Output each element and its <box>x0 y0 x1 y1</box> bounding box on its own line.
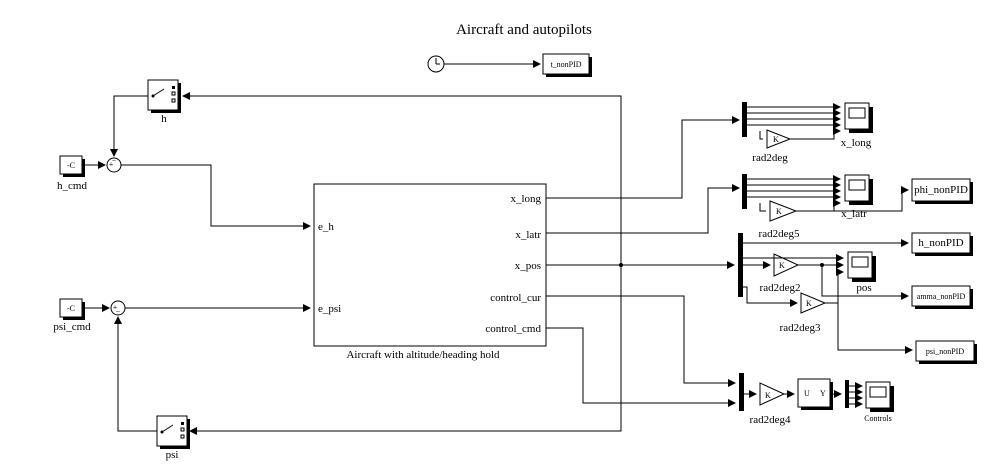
psi-sum-block[interactable]: + − <box>110 300 126 316</box>
svg-text:amma_nonPID: amma_nonPID <box>917 292 966 301</box>
svg-text:Y: Y <box>820 389 826 398</box>
psi-switch-block[interactable] <box>156 415 190 449</box>
h-switch-label: h <box>161 113 167 125</box>
gain-rad2deg4[interactable]: K <box>759 382 786 406</box>
svg-text:phi_nonPID: phi_nonPID <box>914 184 968 196</box>
scope-controls[interactable] <box>865 381 894 412</box>
svg-text:K: K <box>806 299 812 308</box>
svg-text:−: − <box>112 156 117 165</box>
demux-long[interactable] <box>742 102 747 137</box>
gain-rad2deg2[interactable]: K <box>773 253 800 277</box>
svg-text:-C: -C <box>67 304 75 313</box>
svg-text:K: K <box>773 135 779 144</box>
saturation-block[interactable]: U Y <box>797 378 833 410</box>
gamma-nonpid-block[interactable]: amma_nonPID <box>911 285 973 309</box>
scope-x-latr-label: x_latr <box>841 208 867 220</box>
signal-line <box>110 95 148 157</box>
psi-cmd-constant[interactable]: -C <box>59 298 85 320</box>
svg-text:K: K <box>765 391 771 400</box>
h-nonpid-block[interactable]: h_nonPID <box>911 232 973 256</box>
svg-text:K: K <box>779 261 785 270</box>
mux-controls[interactable] <box>739 373 744 411</box>
svg-text:h_nonPID: h_nonPID <box>918 237 963 249</box>
port-x-pos: x_pos <box>515 260 541 272</box>
rad2deg5-label: rad2deg5 <box>759 228 800 240</box>
svg-text:psi_nonPID: psi_nonPID <box>926 347 964 356</box>
psi-nonpid-block[interactable]: psi_nonPID <box>915 340 977 364</box>
scope-x-long[interactable] <box>844 102 873 133</box>
scope-pos[interactable] <box>847 251 876 282</box>
signal-line <box>546 327 736 407</box>
h-cmd-constant[interactable]: -C <box>59 155 85 177</box>
scope-x-long-label: x_long <box>841 137 872 149</box>
port-e-psi: e_psi <box>318 303 341 315</box>
clock-block[interactable] <box>427 55 445 73</box>
demux-controls[interactable] <box>845 380 849 408</box>
svg-text:U: U <box>804 389 810 398</box>
signal-line <box>546 116 740 199</box>
h-feedback-line <box>182 92 622 265</box>
h-sum-block[interactable]: + − <box>106 156 122 173</box>
scope-x-latr[interactable] <box>844 174 873 205</box>
svg-text:+: + <box>113 303 118 312</box>
gain-rad2deg5[interactable]: K <box>769 200 798 222</box>
h-cmd-label: h_cmd <box>57 180 87 192</box>
svg-text:−: − <box>116 307 121 316</box>
gain-rad2deg3[interactable]: K <box>800 292 827 314</box>
svg-text:+: + <box>109 160 114 169</box>
port-control-cur: control_cur <box>490 292 541 304</box>
port-control-cmd: control_cmd <box>485 323 541 335</box>
gain-rad2deg[interactable]: K <box>766 129 792 149</box>
psi-switch-label: psi <box>166 449 179 461</box>
diagram-title: Aircraft and autopilots <box>456 22 592 38</box>
signal-line <box>121 164 311 230</box>
port-x-latr: x_latr <box>515 229 541 241</box>
demux-pos[interactable] <box>738 233 743 297</box>
rad2deg2-label: rad2deg2 <box>760 282 801 294</box>
subsystem-caption: Aircraft with altitude/heading hold <box>346 349 500 361</box>
scope-controls-label: Controls <box>864 414 892 423</box>
phi-nonpid-block[interactable]: phi_nonPID <box>911 178 973 204</box>
psi-cmd-label: psi_cmd <box>53 321 91 333</box>
port-e-h: e_h <box>318 221 334 233</box>
rad2deg-label: rad2deg <box>752 152 788 164</box>
h-switch-block[interactable] <box>147 79 181 113</box>
demux-latr[interactable] <box>742 174 747 209</box>
rad2deg3-label: rad2deg3 <box>780 322 821 334</box>
signal-line <box>546 184 740 234</box>
svg-text:K: K <box>776 207 782 216</box>
rad2deg4-label: rad2deg4 <box>750 414 791 426</box>
port-x-long: x_long <box>510 193 541 205</box>
signal-line <box>114 316 157 432</box>
t-nonpid-block[interactable]: t_nonPID <box>542 53 592 77</box>
scope-pos-label: pos <box>856 282 871 294</box>
signal-line <box>546 295 736 387</box>
svg-text:t_nonPID: t_nonPID <box>550 60 581 69</box>
svg-text:-C: -C <box>67 161 75 170</box>
psi-feedback-line <box>189 265 622 435</box>
aircraft-subsystem[interactable]: e_h e_psi x_long x_latr x_pos control_cu… <box>313 183 547 347</box>
